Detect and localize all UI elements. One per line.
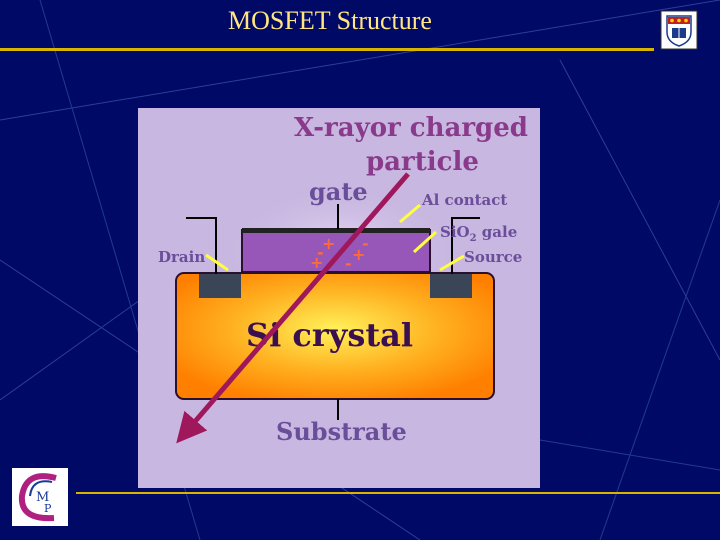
sio2-pointer-arrow — [412, 230, 438, 254]
charge-plus-2: + — [310, 253, 323, 272]
charge-minus-2: - — [362, 234, 369, 253]
gate-label: gate — [309, 177, 368, 206]
substrate-label: Substrate — [276, 417, 407, 446]
source-label: Source — [464, 248, 522, 266]
svg-text:P: P — [44, 502, 52, 515]
charge-minus-1: - — [317, 243, 324, 262]
al-contact-pointer-arrow — [399, 203, 421, 224]
footer-divider — [76, 492, 720, 494]
title-divider — [0, 48, 654, 51]
al-contact-layer — [242, 228, 430, 233]
particle-label-line2: particle — [366, 147, 479, 177]
si-crystal-label: Si crystal — [246, 316, 413, 354]
charge-plus-3: + — [352, 245, 365, 264]
sio2-gate-label: SiO2 gale — [440, 223, 517, 244]
slide-title: MOSFET Structure — [228, 6, 432, 35]
charge-plus-1: + — [322, 234, 335, 253]
source-pointer-arrow — [439, 254, 465, 272]
particle-label-line1: X-rayor charged — [294, 113, 528, 143]
particle-track-arrow — [176, 172, 410, 444]
svg-text:M: M — [36, 490, 49, 505]
drain-wire — [186, 217, 217, 274]
source-contact — [430, 274, 472, 298]
drain-contact — [199, 274, 241, 298]
source-wire — [451, 217, 480, 274]
al-contact-label: Al contact — [421, 191, 507, 209]
university-crest-icon — [660, 10, 698, 50]
drain-pointer-arrow — [205, 253, 229, 272]
cmp-logo-icon: M P — [12, 468, 68, 526]
drain-label: Drain — [158, 248, 205, 266]
charge-minus-3: - — [345, 254, 352, 273]
sio2-gate-oxide — [241, 229, 431, 273]
